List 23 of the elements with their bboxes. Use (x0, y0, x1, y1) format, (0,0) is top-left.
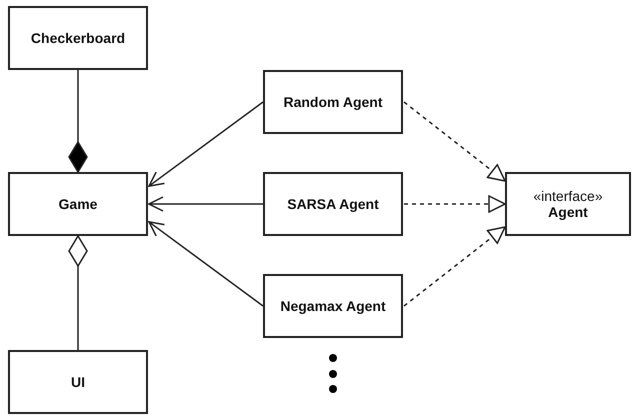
class-name: Negamax Agent (280, 298, 386, 314)
class-name: Random Agent (283, 94, 383, 110)
class-name: Game (58, 196, 98, 212)
association-line (68, 70, 88, 173)
class-box (8, 6, 148, 70)
class-box (8, 350, 148, 414)
arrow (148, 196, 263, 212)
realization-arrow (404, 226, 506, 307)
realization-arrow (404, 101, 506, 182)
class-name: SARSA Agent (287, 196, 379, 212)
arrow (148, 221, 264, 307)
class-box (8, 172, 148, 236)
stereotype-label: «interface» (533, 188, 603, 204)
class-name: Checkerboard (30, 30, 126, 46)
class-box (263, 70, 403, 134)
association-line (68, 235, 88, 350)
arrow (148, 101, 264, 187)
class-box (263, 274, 403, 338)
class-name: Agent (548, 204, 588, 220)
interface-box (505, 172, 631, 236)
class-box (263, 172, 403, 236)
class-name: UI (71, 374, 85, 390)
realization-arrow (404, 195, 506, 213)
